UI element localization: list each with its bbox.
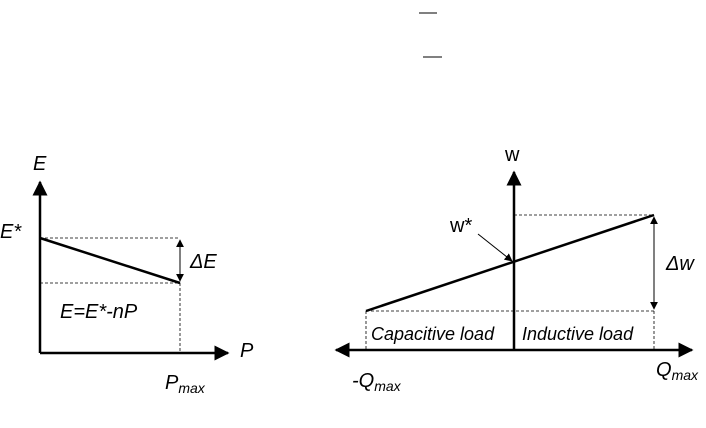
pos-q-max-label: Qmax [656,359,699,383]
q-w-droop-diagram: w w* Δw Capacitive load Inductive load -… [334,144,699,394]
inductive-load-label: Inductive load [522,324,634,344]
neg-q-max-label: -Qmax [352,370,402,394]
delta-w-label: Δw [665,253,695,275]
e-droop-line [39,236,181,285]
pos-q-max-subscript: max [672,367,699,383]
w-axis-label: w [504,144,520,166]
droop-equation: E=E*-nP [60,301,138,323]
capacitive-load-label: Capacitive load [371,324,495,344]
p-axis-label: P [240,340,254,362]
p-e-droop-diagram: E E* ΔE E=E*-nP P Pmax [0,153,254,396]
pos-q-max-base: Q [656,359,672,381]
w-star-label: w* [449,215,472,237]
p-max-label: Pmax [165,372,206,396]
neg-q-max-base: -Q [352,370,374,392]
w-star-pointer-arrow [477,233,513,262]
e-axis-label: E [33,153,47,175]
delta-e-label: ΔE [189,251,217,273]
p-max-subscript: max [178,380,205,396]
neg-q-max-subscript: max [374,378,401,394]
p-max-base: P [165,372,179,394]
e-star-label: E* [0,221,22,243]
w-droop-line [365,213,655,313]
